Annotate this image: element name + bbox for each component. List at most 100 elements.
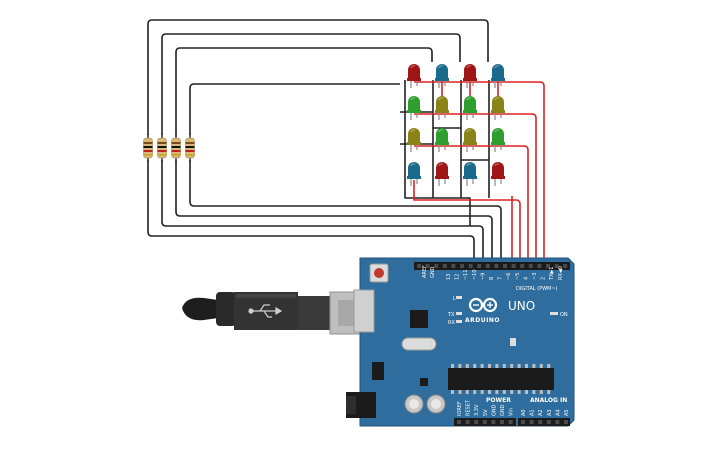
header-pin[interactable] — [520, 264, 525, 268]
row-wire-4[interactable] — [413, 180, 521, 266]
usb-port — [353, 289, 375, 333]
header-pin[interactable] — [477, 264, 482, 268]
led-r2c3[interactable] — [463, 96, 477, 120]
led-r1c4[interactable] — [491, 64, 505, 88]
led-r1c2[interactable] — [435, 64, 449, 88]
power-pin[interactable] — [500, 420, 504, 424]
led-r1c3[interactable] — [463, 64, 477, 88]
row-wire-3[interactable] — [414, 145, 529, 266]
analog-pin-label: A1 — [530, 409, 536, 416]
header-pin[interactable] — [546, 264, 550, 268]
digital-pin-label: ~6 — [506, 273, 512, 280]
digital-pin-label: ~3 — [532, 273, 538, 280]
on-label: ON — [560, 312, 568, 318]
column-wire-2-bottom[interactable] — [161, 160, 484, 266]
resistor-3[interactable] — [171, 134, 181, 162]
digital-pin-label: 8 — [489, 277, 495, 280]
digital-pin-label: ~9 — [480, 273, 486, 280]
analog-pin[interactable] — [529, 420, 534, 424]
power-pin-label: GND — [491, 404, 497, 416]
capacitor-2 — [426, 394, 446, 414]
resistor-4[interactable] — [185, 134, 195, 162]
row-wire-2[interactable] — [414, 113, 537, 266]
header-pin[interactable] — [417, 264, 421, 268]
led-r2c4[interactable] — [491, 96, 505, 120]
power-section-label: POWER — [486, 397, 511, 404]
header-pin[interactable] — [485, 264, 490, 268]
header-pin[interactable] — [494, 264, 499, 268]
analog-pin[interactable] — [555, 420, 560, 424]
power-pin[interactable] — [508, 420, 513, 424]
power-pin[interactable] — [457, 420, 461, 424]
voltage-regulator — [372, 362, 384, 380]
header-pin[interactable] — [503, 264, 507, 268]
column-wire-3-bottom[interactable] — [175, 160, 493, 266]
power-pin[interactable] — [465, 420, 470, 424]
digital-pin-label: ~11 — [463, 269, 469, 280]
column-wire-4-bottom[interactable] — [189, 160, 502, 266]
led-r4c2[interactable] — [435, 162, 449, 186]
column-wire-4-top[interactable] — [189, 83, 400, 135]
led-r3c4[interactable] — [491, 128, 505, 152]
led-r2c2[interactable] — [435, 96, 449, 120]
analog-pin[interactable] — [564, 420, 568, 424]
power-pin-label: IOREF — [457, 401, 463, 416]
column-wire-2-top[interactable] — [161, 33, 461, 135]
tx-label: TX — [447, 312, 455, 318]
power-pin[interactable] — [482, 420, 487, 424]
digital-pin-label: 12 — [455, 274, 461, 280]
crystal-oscillator — [401, 337, 437, 351]
digital-pin-label: 2 — [541, 277, 547, 280]
resistor-2[interactable] — [157, 134, 167, 162]
led-r1c1[interactable] — [407, 64, 421, 88]
led-r4c1[interactable] — [407, 162, 421, 186]
atmega-chip — [448, 368, 554, 390]
resistor-1[interactable] — [143, 134, 153, 162]
header-pin[interactable] — [511, 264, 516, 268]
usb-chip — [410, 310, 428, 328]
capacitor-1 — [404, 394, 424, 414]
header-pin[interactable] — [425, 264, 430, 268]
arduino-brand: ARDUINO — [465, 317, 500, 324]
row-wire-1[interactable] — [414, 81, 545, 266]
header-pin[interactable] — [451, 264, 456, 268]
board-model: UNO — [508, 299, 535, 313]
header-pin[interactable] — [537, 264, 542, 268]
header-pin[interactable] — [563, 264, 568, 268]
power-pin-label: Vin — [509, 408, 515, 416]
led-r3c3[interactable] — [463, 128, 477, 152]
power-pin-label: GND — [500, 404, 506, 416]
digital-header — [414, 262, 570, 270]
aref-label: AREF — [422, 265, 428, 278]
column-wire-1-bottom[interactable] — [147, 160, 475, 266]
analog-pin[interactable] — [521, 420, 525, 424]
power-pin-label: 5V — [483, 409, 489, 416]
reset-button[interactable] — [369, 263, 389, 283]
column-wire-1-top[interactable] — [147, 19, 489, 135]
led-r4c4[interactable] — [491, 162, 505, 186]
header-pin[interactable] — [434, 264, 439, 268]
analog-pin[interactable] — [546, 420, 551, 424]
led-r3c2[interactable] — [435, 128, 449, 152]
power-pin[interactable] — [474, 420, 479, 424]
led-r4c3[interactable] — [463, 162, 477, 186]
led-r2c1[interactable] — [407, 96, 421, 120]
usb-cable[interactable] — [182, 291, 375, 335]
header-pin[interactable] — [528, 264, 533, 268]
led-r3c1[interactable] — [407, 128, 421, 152]
header-pin[interactable] — [554, 264, 559, 268]
power-jack-opening — [346, 396, 356, 414]
digital-pin-label: 7 — [498, 277, 504, 280]
analog-pin-label: A5 — [564, 409, 570, 416]
power-pin-label: RESET — [466, 399, 472, 416]
digital-pin-label: 13 — [446, 274, 452, 280]
column-wire-3-top[interactable] — [175, 47, 433, 135]
header-pin[interactable] — [442, 264, 447, 268]
digital-pin-label: ~10 — [472, 269, 478, 280]
power-pin[interactable] — [491, 420, 496, 424]
header-pin[interactable] — [468, 264, 473, 268]
analog-pin[interactable] — [538, 420, 543, 424]
header-pin[interactable] — [460, 264, 464, 268]
